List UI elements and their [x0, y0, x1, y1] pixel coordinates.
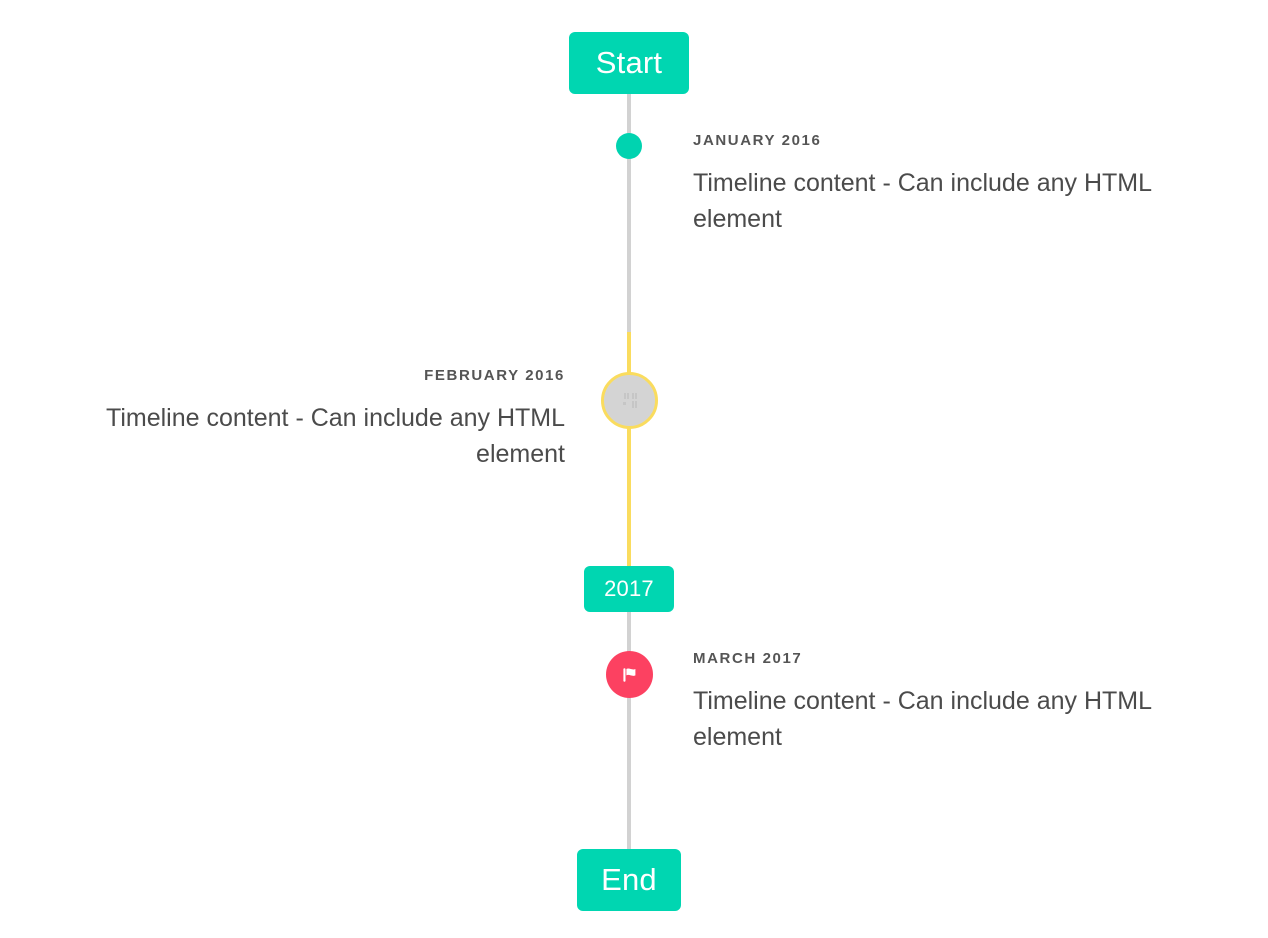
timeline-axis-segment-bottom [627, 612, 631, 850]
timeline-marker-dot-january[interactable] [616, 133, 642, 159]
timeline-end-badge[interactable]: End [577, 849, 681, 911]
flag-icon [622, 667, 635, 682]
timeline-event-march-2017: MARCH 2017 Timeline content - Can includ… [693, 650, 1233, 755]
timeline-start-badge[interactable]: Start [569, 32, 689, 94]
event-body: Timeline content - Can include any HTML … [693, 169, 1152, 233]
timeline-marker-flag-march[interactable] [606, 651, 653, 698]
timeline-marker-image-february[interactable] [601, 372, 658, 429]
timeline-event-january-2016: JANUARY 2016 Timeline content - Can incl… [693, 132, 1233, 237]
timeline-axis-segment-highlighted [627, 332, 631, 566]
event-heading: FEBRUARY 2016 [424, 367, 565, 384]
broken-image-icon [622, 393, 638, 408]
event-heading: MARCH 2017 [693, 650, 803, 667]
timeline-event-february-2016: FEBRUARY 2016 Timeline content - Can inc… [25, 367, 565, 472]
event-body: Timeline content - Can include any HTML … [106, 404, 565, 468]
timeline-axis-segment-top [627, 94, 631, 332]
timeline-year-badge-2017[interactable]: 2017 [584, 566, 674, 612]
event-heading: JANUARY 2016 [693, 132, 822, 149]
event-body: Timeline content - Can include any HTML … [693, 687, 1152, 751]
